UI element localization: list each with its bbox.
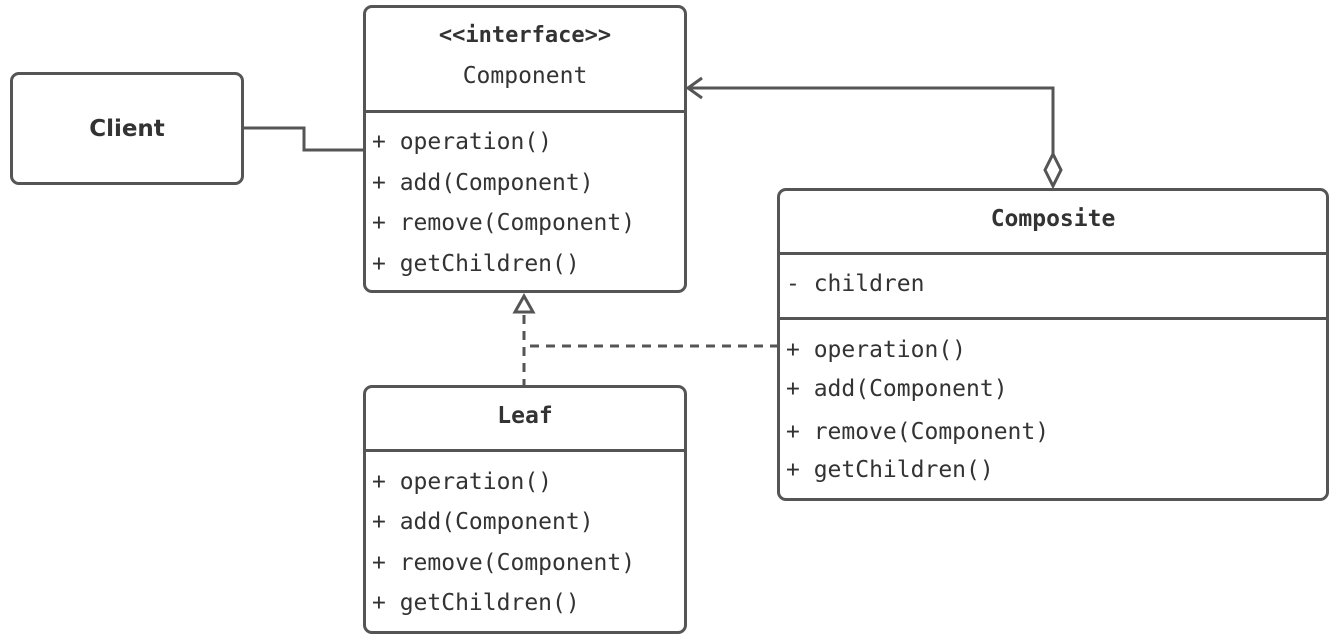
leaf-method: + getChildren() — [372, 590, 580, 616]
composite-attribute: - children — [786, 271, 925, 297]
composite-attributes-section: - children — [780, 252, 1326, 320]
leaf-class[interactable]: Leaf + operation() + add(Component) + re… — [363, 385, 687, 634]
component-method: + operation() — [372, 129, 553, 155]
component-stereotype: <<interface>> — [438, 23, 612, 48]
leaf-method: + add(Component) — [372, 509, 594, 535]
composite-header: Composite — [780, 191, 1326, 255]
component-method: + remove(Component) — [372, 210, 636, 236]
aggregation-composite-component — [686, 86, 1055, 158]
composite-name: Composite — [990, 206, 1116, 232]
association-client-component — [243, 126, 365, 152]
component-method: + add(Component) — [372, 170, 594, 196]
component-header: <<interface>> Component — [366, 8, 684, 113]
component-name: Component — [462, 63, 588, 89]
composite-method: + remove(Component) — [786, 419, 1050, 445]
composite-class[interactable]: Composite - children + operation() + add… — [777, 188, 1329, 501]
realization-triangle — [512, 292, 536, 314]
composite-method: + add(Component) — [786, 376, 1008, 402]
leaf-header: Leaf — [366, 388, 684, 452]
composite-method: + getChildren() — [786, 457, 994, 483]
client-class-name: Client — [89, 116, 165, 142]
component-interface[interactable]: <<interface>> Component + operation() + … — [363, 5, 687, 293]
leaf-method: + operation() — [372, 469, 553, 495]
component-method: + getChildren() — [372, 251, 580, 277]
leaf-name: Leaf — [497, 403, 553, 429]
composite-method: + operation() — [786, 337, 967, 363]
aggregation-diamond — [1043, 150, 1063, 190]
aggregation-arrowhead — [685, 76, 703, 100]
leaf-method: + remove(Component) — [372, 550, 636, 576]
client-class[interactable]: Client — [10, 72, 244, 185]
